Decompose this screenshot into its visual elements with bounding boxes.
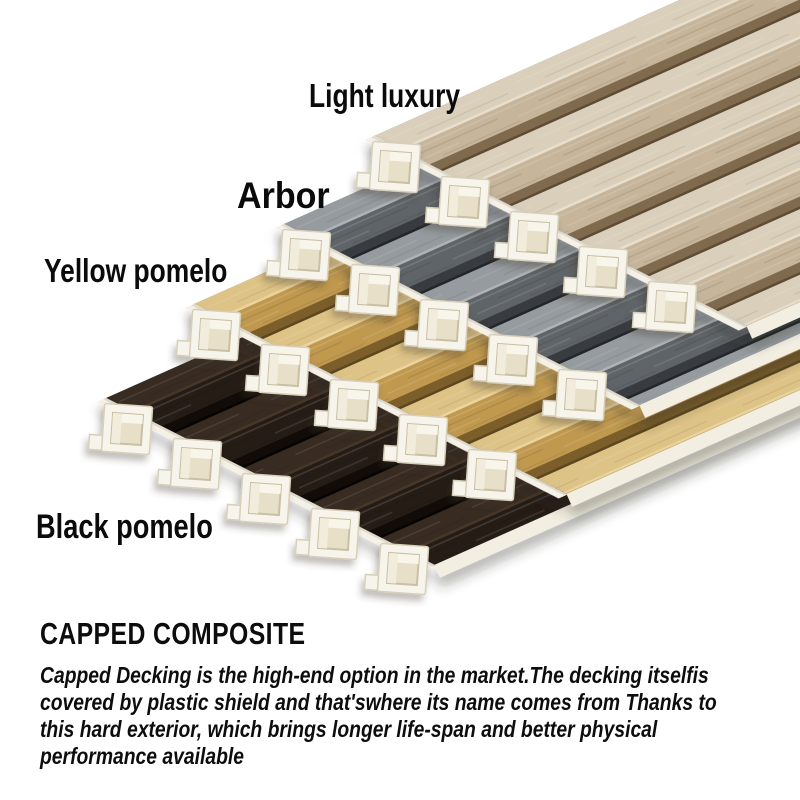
tube-end [355,139,422,194]
panel-grain-overlay [374,0,800,327]
tube-end [363,541,430,596]
caption-body: Capped Decking is the high-end option in… [40,662,796,770]
label-light-luxury-text: Light luxury [309,77,461,114]
label-black-pomelo: Black pomelo [36,510,257,544]
tube-end [175,307,242,362]
tube-end [156,436,223,491]
tube-end [87,401,154,456]
label-light-luxury: Light luxury [309,79,498,112]
panel-light-luxury [355,0,800,339]
caption-line: covered by plastic shield and that'swher… [40,689,717,715]
caption-block: CAPPED COMPOSITE Capped Decking is the h… [40,616,800,770]
caption-heading-text: CAPPED COMPOSITE [40,616,306,651]
caption-heading: CAPPED COMPOSITE [40,616,800,652]
panel-side-edge [434,336,800,578]
panel-side-edge [566,257,800,507]
caption-line: this hard exterior, which brings longer … [40,716,658,742]
tube-end [265,227,332,282]
label-yellow-pomelo: Yellow pomelo [44,254,273,287]
label-black-pomelo-text: Black pomelo [36,508,213,546]
panel-side-edge [639,168,800,418]
label-arbor-text: Arbor [237,175,330,216]
label-arbor: Arbor [237,177,338,214]
caption-line: performance available [40,743,245,769]
label-yellow-pomelo-text: Yellow pomelo [44,252,228,289]
tube-end [294,506,361,561]
caption-line: Capped Decking is the high-end option in… [40,662,709,688]
